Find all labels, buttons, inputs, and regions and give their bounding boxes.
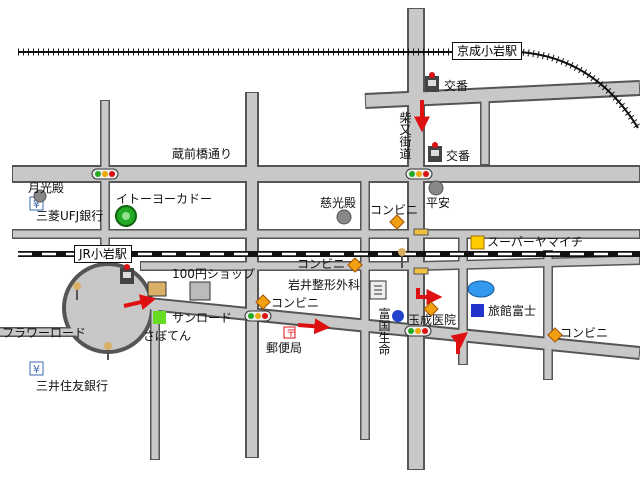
crossing-marker — [413, 228, 429, 236]
street-lamp-icon — [104, 342, 112, 360]
police-box-icon — [428, 142, 442, 162]
koban-north-label: 交番 — [444, 79, 469, 93]
police-box-icon — [120, 264, 134, 284]
temple-icon — [33, 189, 47, 203]
street-lamp-icon — [73, 282, 81, 300]
post-office-label: 郵便局 — [266, 341, 303, 355]
clinic-icon — [369, 280, 387, 300]
keisei-railway — [18, 48, 640, 130]
keisei-koiwa-station[interactable]: 京成小岩駅 — [452, 42, 523, 60]
here-bubble-icon — [467, 280, 495, 298]
sunroad-label: サンロード — [172, 311, 233, 325]
fukoku-icon — [392, 310, 404, 322]
shibamata-street-label: 柴又街道 — [399, 111, 412, 161]
convenience-c-label: コンビニ — [271, 296, 320, 310]
flower-road-label: フラワーロード — [2, 326, 87, 340]
traffic-light-icon — [405, 168, 433, 180]
kuramae-street-label: 蔵前橋通り — [172, 147, 233, 161]
traffic-light-icon — [91, 168, 119, 180]
svg-text:¥: ¥ — [33, 198, 40, 211]
jr-koiwa-station[interactable]: JR小岩駅 — [74, 245, 132, 263]
itoyokado-label: イトーヨーカドー — [116, 192, 213, 206]
supermarket-label: スーパーヤマイチ — [487, 235, 583, 249]
road-network — [0, 8, 640, 470]
convenience-d-label: コンビニ — [560, 326, 609, 340]
convenience-store-diamond-icon — [423, 301, 439, 317]
sunroad-icon — [153, 311, 166, 324]
route-arrow — [123, 294, 157, 310]
route-arrow — [297, 318, 331, 335]
convenience-store-diamond-icon — [547, 327, 563, 343]
mufg-bank-label: 三菱UFJ銀行 — [36, 209, 104, 223]
convenience-store-diamond-icon — [389, 214, 405, 230]
post-office-icon: 〒 — [283, 326, 296, 340]
jikoden-label: 慈光殿 — [320, 196, 357, 210]
convenience-a-label: コンビニ — [370, 203, 419, 217]
saboten-label: さぼてん — [143, 329, 192, 343]
fukoku-life-label: 富国生命 — [378, 307, 391, 357]
crossing-marker — [413, 267, 429, 275]
supermarket-icon — [470, 235, 485, 250]
convenience-store-diamond-icon — [255, 294, 271, 310]
convenience-b-label: コンビニ — [297, 257, 346, 271]
yen-bank-icon: ¥ — [29, 361, 44, 376]
gekkoden-label: 月光殿 — [28, 181, 65, 195]
svg-text:〒: 〒 — [286, 329, 296, 340]
street-lamp-icon — [398, 248, 406, 268]
shop-building-icon — [147, 281, 167, 297]
tamanaru-clinic-label: 玉成医院 — [408, 313, 457, 327]
traffic-light-icon — [244, 310, 272, 322]
temple-icon — [336, 209, 352, 225]
ryokan-fuji-label: 旅館富士 — [488, 304, 537, 318]
smbc-bank-label: 三井住友銀行 — [36, 379, 109, 393]
route-arrow — [450, 332, 468, 354]
svg-text:¥: ¥ — [33, 363, 40, 376]
convenience-store-diamond-icon — [347, 257, 363, 273]
shop-building-icon — [189, 281, 211, 301]
police-box-icon — [425, 72, 439, 92]
route-arrow — [416, 288, 443, 305]
koban-mid-label: 交番 — [446, 149, 471, 163]
heian-label: 平安 — [426, 196, 451, 210]
itoyokado-icon-center — [122, 212, 130, 220]
iwai-clinic-label: 岩井整形外科 — [288, 278, 361, 292]
traffic-light-icon — [404, 325, 432, 337]
temple-icon — [428, 180, 444, 196]
shop-100yen-label: 100円ショップ — [172, 267, 255, 281]
ryokan-icon — [471, 304, 484, 317]
